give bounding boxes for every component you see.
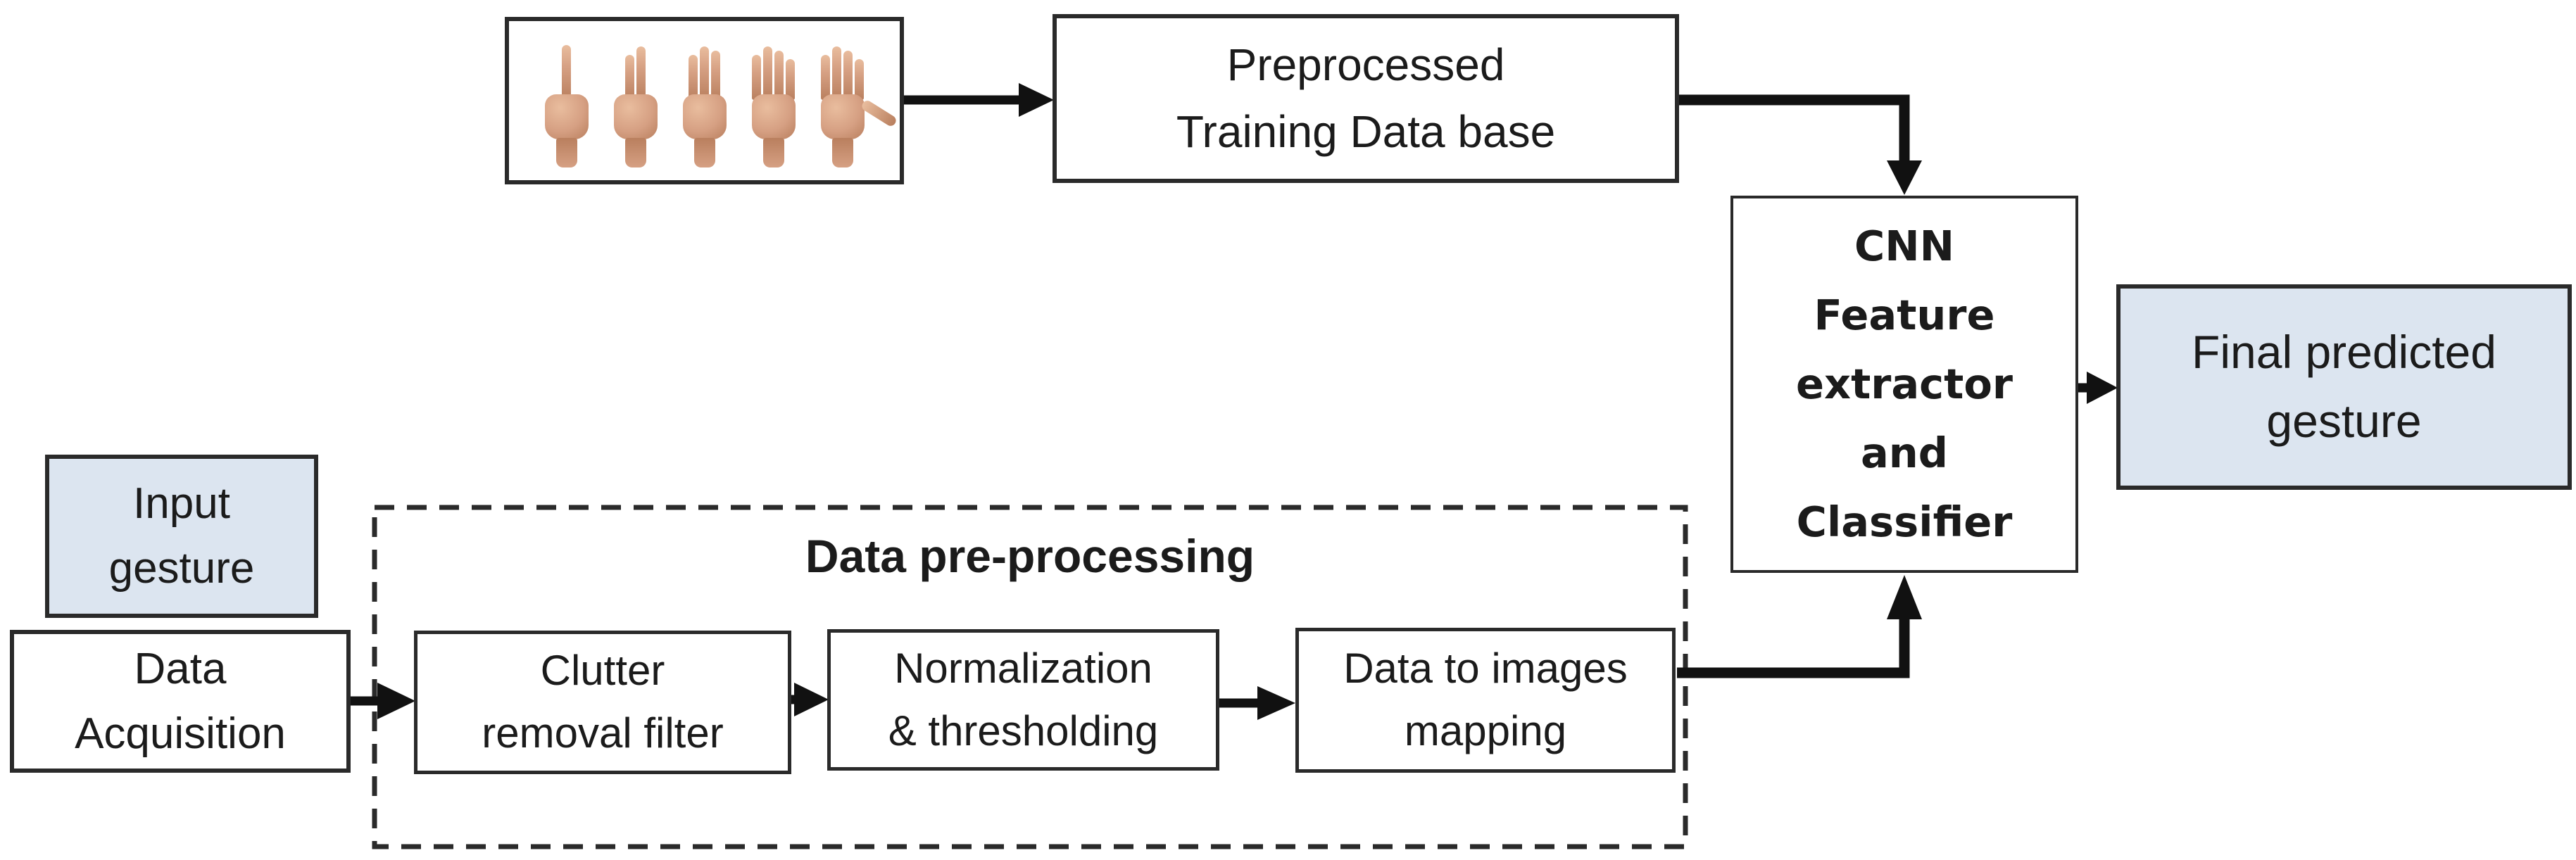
training-samples-box — [505, 17, 904, 184]
arrow-acquisition-to-clutter — [351, 683, 415, 719]
arrow-cnn-to-final — [2078, 372, 2118, 404]
node-data-acquisition: Data Acquisition — [10, 630, 351, 773]
arrow-hands-to-database — [904, 83, 1054, 117]
arrow-clutter-to-normalization — [791, 683, 829, 716]
arrow-mapping-to-cnn — [1677, 575, 1922, 678]
node-final-predicted-gesture: Final predicted gesture — [2116, 284, 2572, 490]
preprocessing-group-label: Data pre-processing — [805, 530, 1255, 582]
hand-gesture-4 — [743, 44, 804, 167]
node-cnn-classifier: CNN Feature extractor and Classifier — [1730, 196, 2078, 573]
node-preprocessed-database: Preprocessed Training Data base — [1053, 14, 1679, 183]
hand-gesture-1 — [536, 44, 597, 167]
node-input-gesture: Input gesture — [45, 455, 318, 618]
arrow-database-to-cnn — [1679, 94, 1922, 195]
node-clutter-removal-filter: Clutter removal filter — [414, 631, 791, 774]
hand-gestures-image — [509, 21, 900, 180]
node-normalization-thresholding: Normalization & thresholding — [827, 629, 1219, 771]
hand-gesture-3 — [674, 44, 735, 167]
hand-gesture-2 — [605, 44, 666, 167]
hand-gesture-5 — [812, 44, 898, 167]
arrow-normalization-to-mapping — [1219, 686, 1295, 720]
node-data-to-images-mapping: Data to images mapping — [1295, 628, 1676, 773]
